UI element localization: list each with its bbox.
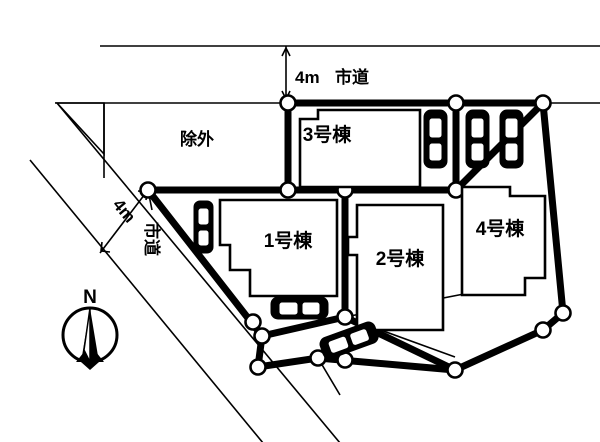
compass-north-label: N <box>83 287 97 308</box>
house-footprints <box>218 108 547 332</box>
southwest-road-inner-edge <box>56 102 341 442</box>
map-labels: 4m 市道 除外 3号棟 1号棟 2号棟 4号棟 4m 市道 <box>109 67 525 270</box>
boundary-node <box>139 181 157 199</box>
survey-triangle-left <box>55 102 105 157</box>
southwest-road-outer-edge <box>29 159 264 442</box>
car-icon <box>499 109 524 169</box>
north-road-width-label: 4m <box>295 68 320 87</box>
house-outline-4 <box>460 185 547 297</box>
southwest-road-width-arrow <box>99 189 149 254</box>
boundary-node <box>534 94 552 112</box>
boundary-node <box>447 94 465 112</box>
parking-cars <box>193 109 524 360</box>
boundary-node <box>279 94 297 112</box>
building-label-3: 3号棟 <box>303 123 353 146</box>
car-icon <box>423 109 448 169</box>
building-label-1: 1号棟 <box>264 229 314 252</box>
boundary-node <box>336 308 354 326</box>
southwest-road-name-label: 市道 <box>142 222 162 256</box>
boundary-node <box>253 327 271 345</box>
divider-south-west <box>261 313 346 340</box>
north-road-arrow-head-top <box>281 47 291 57</box>
compass-needle-west-tip <box>76 352 90 362</box>
car-icon <box>270 296 329 320</box>
building-label-2: 2号棟 <box>376 247 426 270</box>
boundary-node <box>309 349 327 367</box>
north-road-name-label: 市道 <box>335 67 369 87</box>
compass-rose: N <box>61 287 119 370</box>
compass-needle-highlight <box>83 307 91 363</box>
boundary-node <box>446 361 464 379</box>
boundary-node <box>534 321 552 339</box>
boundary-node <box>554 304 572 322</box>
boundary-node <box>249 358 267 376</box>
car-icon <box>465 109 490 169</box>
compass-needle-east-tip <box>90 352 104 362</box>
car-icon <box>193 200 214 254</box>
house-outline-1 <box>218 198 339 298</box>
building-label-4: 4号棟 <box>476 217 526 240</box>
house-outline-2 <box>346 203 445 332</box>
house-outline-3 <box>298 108 422 189</box>
boundary-node <box>244 313 262 331</box>
context-lines <box>29 45 600 442</box>
car-icon <box>319 321 379 360</box>
southwest-road-width-label: 4m <box>109 195 139 226</box>
excluded-area-label: 除外 <box>180 129 214 149</box>
boundary-node <box>279 181 297 199</box>
southwest-road-arrow-head-lower <box>100 241 111 253</box>
